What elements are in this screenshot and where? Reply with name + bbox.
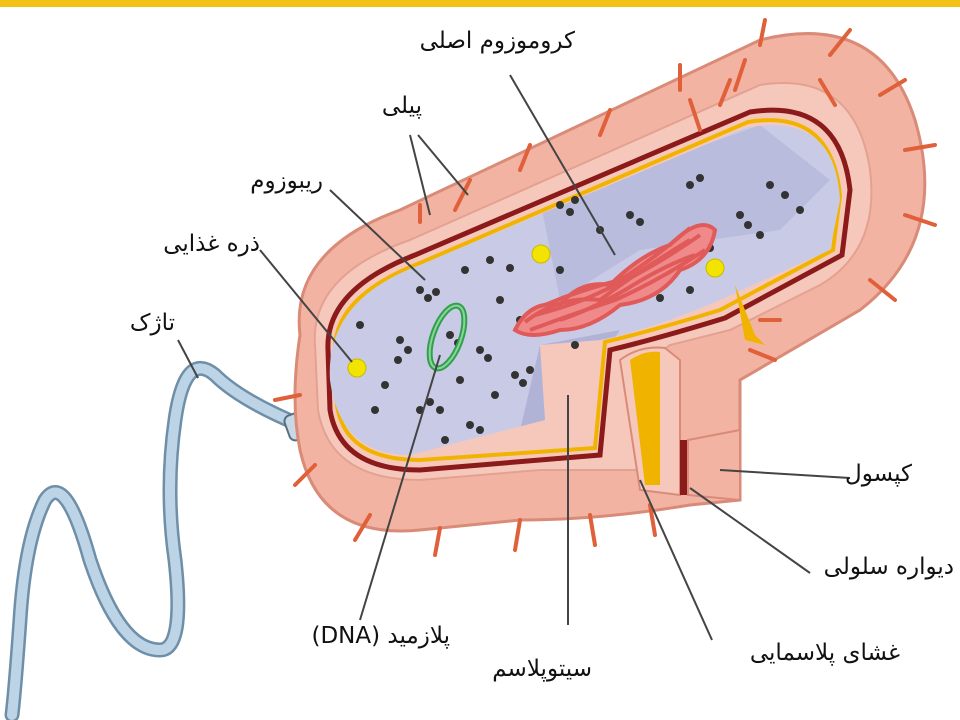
label-chromosome: کروموزوم اصلی xyxy=(419,28,575,54)
label-ribosome: ریبوزوم xyxy=(250,168,323,194)
plasma-membrane-shape xyxy=(332,118,843,463)
label-plasmid: (DNA) پلازمید xyxy=(311,623,451,649)
top-accent-bar xyxy=(0,0,960,7)
label-cell-wall: دیواره سلولی xyxy=(823,554,954,580)
label-flagellum: تاژک xyxy=(129,310,175,336)
leader-lines xyxy=(177,74,851,641)
label-plasma-membrane: غشای پلاسمایی xyxy=(749,640,900,666)
label-food-granule: ذره غذایی xyxy=(163,231,260,257)
label-cytoplasm: سیتوپلاسم xyxy=(492,656,592,682)
food-granules xyxy=(347,244,725,378)
label-capsule: کپسول xyxy=(844,461,912,487)
cross-section xyxy=(618,285,765,502)
chromosome xyxy=(512,223,718,337)
pili xyxy=(273,18,937,557)
cell-wall-shape xyxy=(325,107,853,473)
label-pili: پیلی xyxy=(381,93,422,119)
